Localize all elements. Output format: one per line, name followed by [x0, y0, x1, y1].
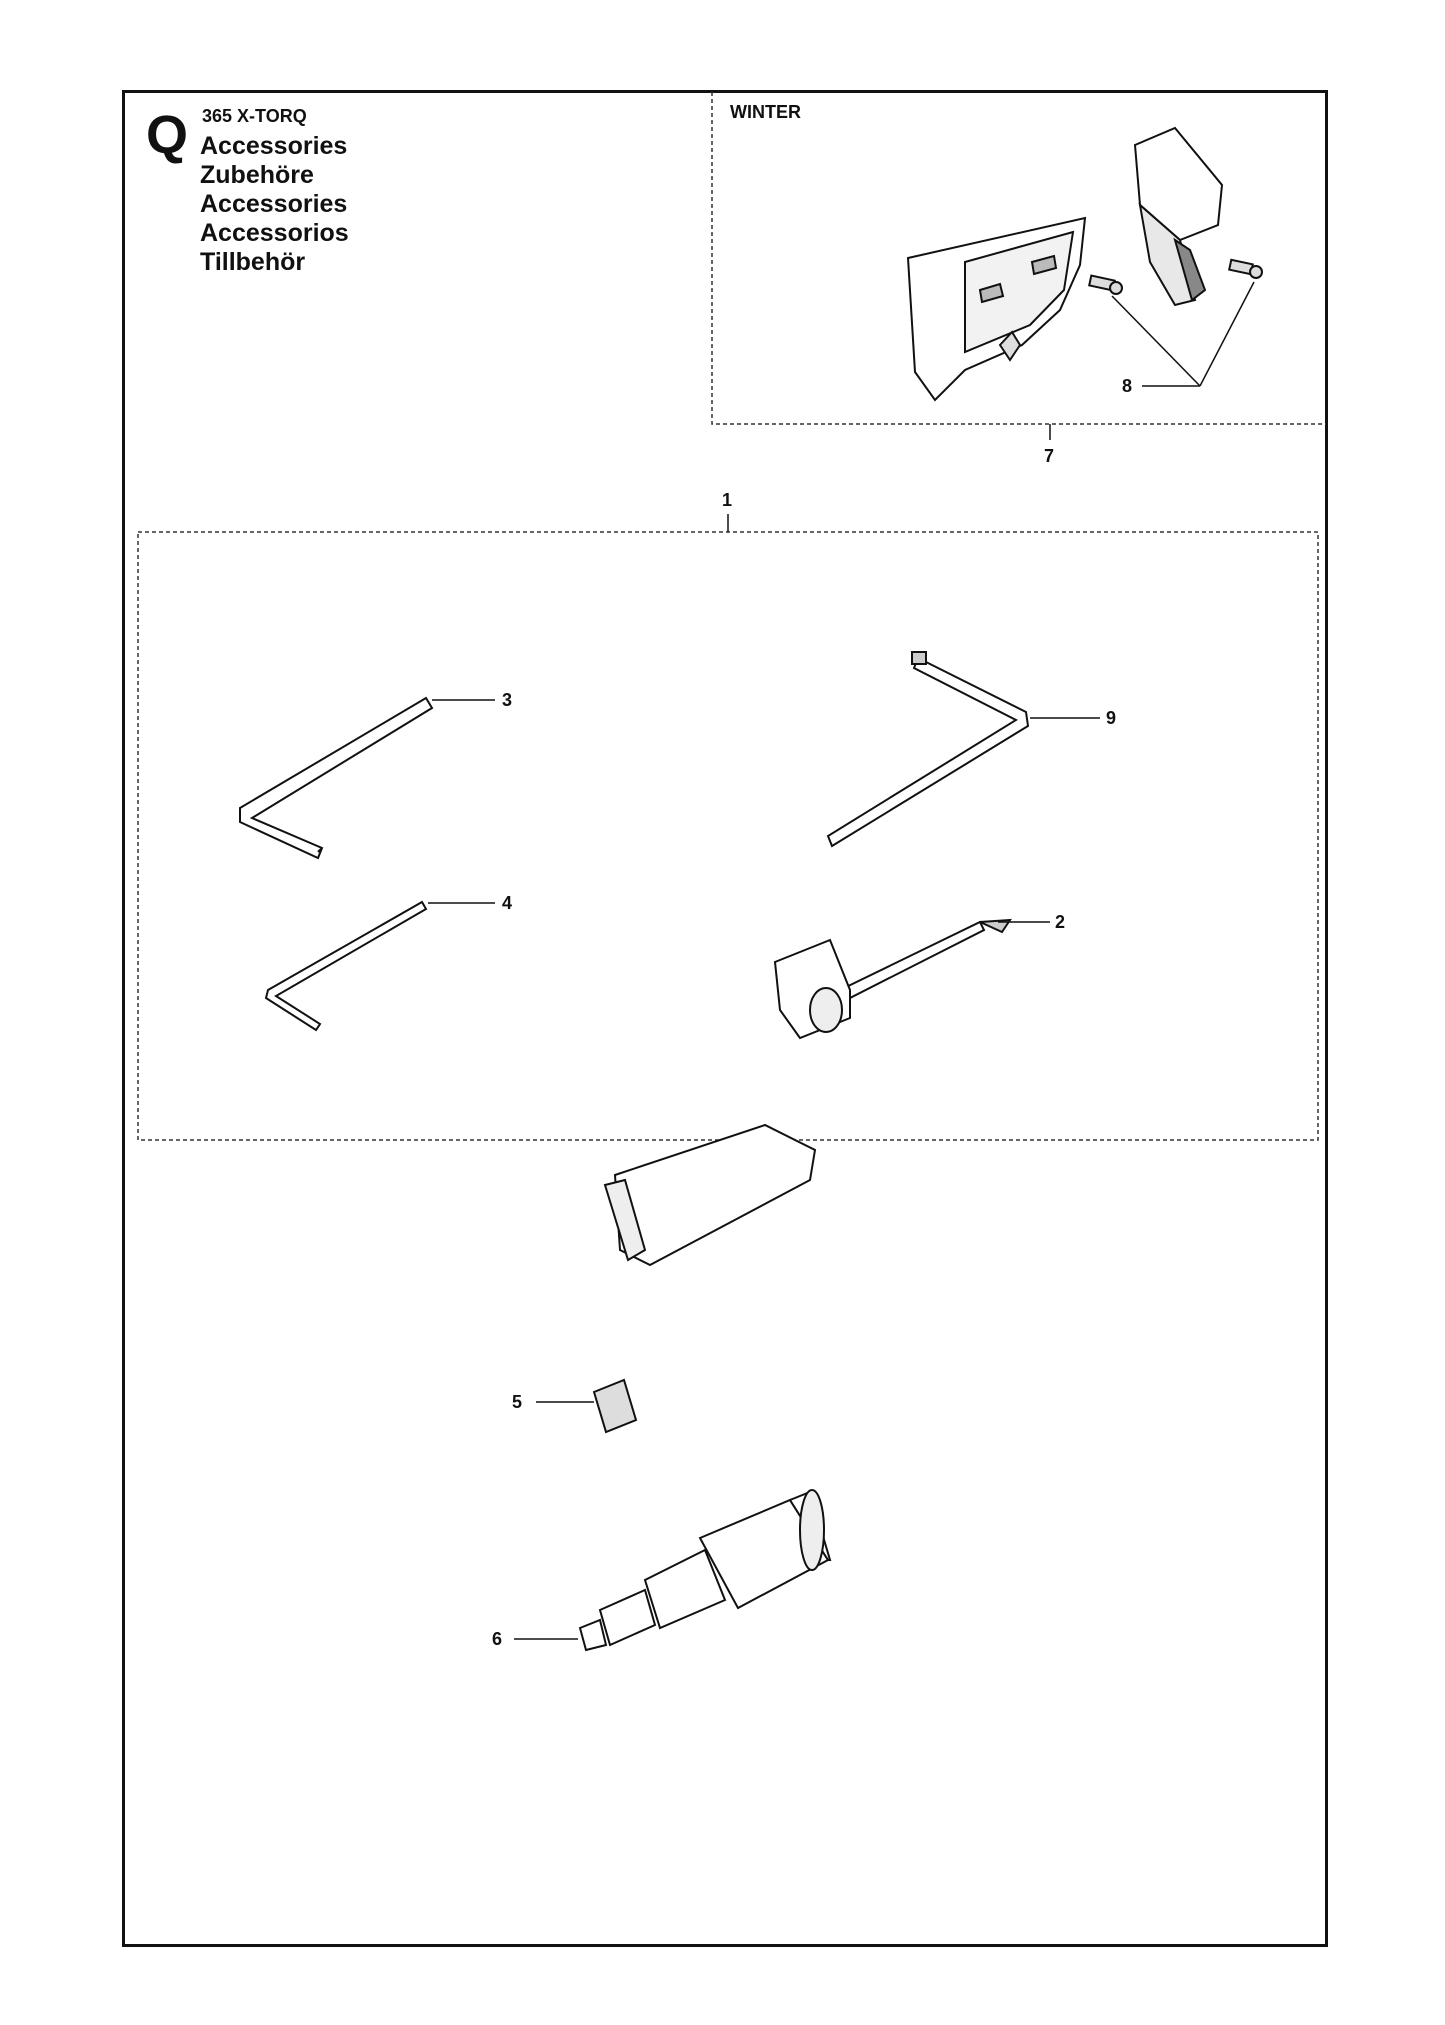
callout-9: 9: [1106, 708, 1117, 728]
torx-wrench: [826, 651, 1030, 848]
winter-shroud: [1133, 126, 1224, 307]
model-name: 365 X-TORQ: [202, 106, 307, 126]
leader-8: [1111, 281, 1255, 387]
grease-tube-cap: [592, 1378, 638, 1434]
combination-spanner: [773, 918, 1012, 1040]
title-fr: Accessories: [200, 190, 348, 218]
callout-1: 1: [722, 490, 733, 510]
title-sv: Tillbehör: [200, 248, 306, 276]
grease-tube: [603, 1123, 817, 1267]
callout-6: 6: [492, 1629, 503, 1649]
callout-2: 2: [1055, 912, 1066, 932]
section-letter: Q: [146, 105, 189, 165]
title-en: Accessories: [200, 132, 348, 160]
callout-5: 5: [512, 1392, 523, 1412]
winter-screws: [1088, 258, 1263, 295]
winter-kit-box: [711, 92, 1326, 425]
bearing-tool: [578, 1489, 832, 1652]
winter-cover-plate: [906, 216, 1087, 402]
hex-key-large: [239, 696, 434, 860]
title-block: Accessories Zubehöre Accessories Accesso…: [200, 132, 349, 277]
tool-kit-box: [137, 531, 1319, 1141]
page-frame: [122, 90, 1328, 1947]
winter-label: WINTER: [730, 102, 801, 122]
callout-7: 7: [1044, 446, 1055, 466]
callout-8: 8: [1122, 376, 1133, 396]
title-es: Accessorios: [200, 219, 349, 247]
callout-3: 3: [502, 690, 513, 710]
title-de: Zubehöre: [200, 161, 314, 189]
callout-4: 4: [502, 893, 513, 913]
hex-key-small: [264, 900, 428, 1032]
